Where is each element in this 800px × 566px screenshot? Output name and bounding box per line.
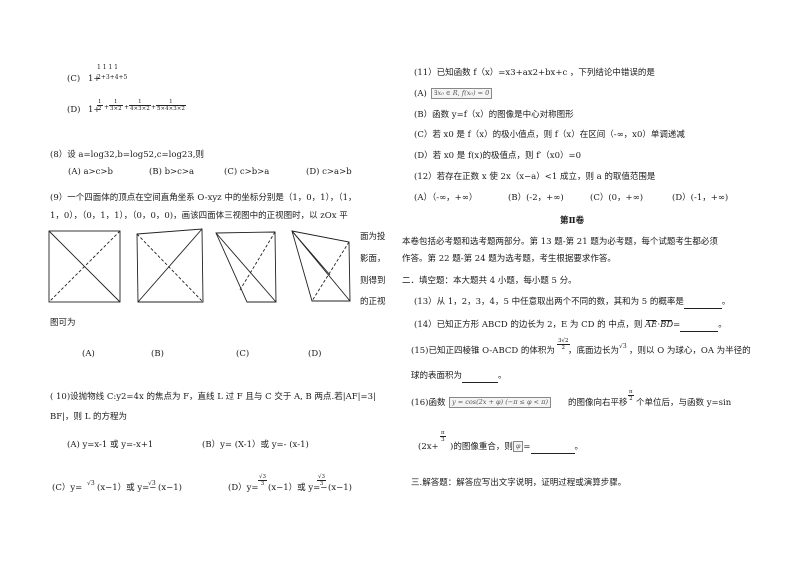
q10-option-d-middle: (x−1）或 y=− [268, 483, 328, 493]
q14-vector-bd: BD [660, 320, 674, 330]
q9-line-2: 1，0），（0，1，1），（0，0，0)，画该四面体三视图中的正视图时，以 zO… [50, 211, 348, 221]
q10-line-1: ( 10)设抛物线 C:y2=4x 的焦点为 F，直线 L 过 F 且与 C 交… [50, 392, 376, 402]
q13-text: (13）从 1，2，3，4，5 中任意取出两个不同的数，其和为 5 的概率是 。 [414, 297, 730, 309]
q7-option-d-label: (D) [67, 105, 81, 115]
q10-option-a: (A) y=x-1 或 y=-x+1 [67, 440, 154, 450]
q8-option-a: (A) a>c>b [68, 167, 113, 177]
q16-end: 。 [574, 442, 584, 452]
q15-post: ，则以 O 为球心，OA 为半径的 [629, 346, 751, 356]
q7-option-c-numerators: 1 1 1 1 [97, 64, 118, 71]
section-3-title: 三.解答题：解答应写出文字说明，证明过程或演算步骤。 [411, 478, 627, 488]
q10-option-d-prefix: (D）y= [228, 483, 259, 493]
q8-stem: (8）设 a=log32,b=log52,c=log23,则 [50, 150, 204, 160]
q16-post: 个单位后，与函数 y=sin [636, 398, 732, 408]
q13-answer-blank[interactable] [683, 297, 722, 309]
q11-option-a-label: (A) [414, 89, 427, 99]
q9-figure-c [215, 231, 277, 303]
q16-line-2-text: )的图像重合，则 [450, 442, 513, 452]
q9-line-1: (9）一个四面体的顶点在空间直角坐系 O-xyz 中的坐标分别是（1，0，1），… [50, 193, 357, 203]
q10-option-c-end: (x−1) [158, 483, 182, 493]
q15-line-2: 球的表面积为 。 [411, 371, 507, 383]
q16-function-formula: y = cos(2x + φ) (−π ≤ φ < π) [449, 397, 551, 408]
q14-text: (14）已知正方形 ABCD 的边长为 2，E 为 CD 的 中点，则 AE·B… [414, 320, 727, 332]
q16-answer-blank[interactable] [530, 442, 575, 454]
q7-option-c-prefix: 1+ [88, 74, 101, 84]
q9-label-b: (B) [151, 349, 164, 359]
q8-option-c: (C) c>b>a [224, 167, 270, 177]
q10-option-d-end: (x−1) [328, 483, 352, 493]
section-2-para-2: 作答。第 22 题-第 24 题为选考题，考生根据要求作答。 [402, 254, 616, 264]
section-2-title: 第Ⅱ卷 [560, 216, 585, 226]
q16-middle: 的图像向右平移 [568, 398, 628, 408]
q8-option-b: (B) b>c>a [149, 167, 195, 177]
q9-tail: 图可为 [50, 318, 76, 328]
q9-side-4: 的正视 [360, 297, 386, 307]
q15-edge: √3 [619, 343, 627, 350]
q9-figure-a [48, 230, 121, 303]
q12-option-a: (A）（-∞，+∞） [414, 193, 478, 203]
q12-option-d: (D）(-1，+∞) [672, 193, 729, 203]
q11-option-a-formula: ∃x₀ ∈ R, f(x₀) = 0 [431, 88, 493, 99]
q13-end: 。 [721, 297, 731, 307]
q15-line-2-text: 球的表面积为 [411, 371, 463, 381]
q12-option-c: (C）(0，+∞) [590, 193, 644, 203]
q7-option-d-prefix: 1+ [88, 105, 101, 115]
q13-question: (13）从 1，2，3，4，5 中任意取出两个不同的数，其和为 5 的概率是 [414, 297, 684, 307]
q15-answer-blank[interactable] [462, 371, 499, 383]
q15-prefix: (15)已知正四棱锥 O-ABCD 的体积为 [411, 346, 555, 356]
q7-option-c-label: (C) [67, 74, 81, 84]
q10-option-c-middle: (x−1）或 y=− [97, 483, 157, 493]
q9-label-d: (D) [308, 349, 322, 359]
q14-dot: · [657, 320, 661, 330]
q7-d-plus-1: + [104, 104, 110, 111]
q16-prefix: (16)函数 [411, 398, 446, 408]
q7-d-plus-3: + [151, 104, 157, 111]
q9-side-3: 则得到 [360, 276, 386, 286]
q14-answer-blank[interactable] [680, 320, 719, 332]
q7-d-plus-2: + [124, 104, 130, 111]
section-2-para-1: 本卷包括必考题和选考题两部分。第 13 题-第 21 题为必考题，每个试题考生都… [402, 237, 718, 247]
q10-option-c-sqrt3: √3 [87, 480, 95, 487]
q11-option-d: (D）若 x0 是 f(x)的极值点，则 f′（x0）=0 [414, 151, 582, 161]
q15-end: 。 [498, 371, 507, 381]
q16-line-2-prefix: (2x+ [418, 442, 439, 452]
q14-vector-ae: AE [645, 320, 658, 330]
q9-label-c: (C) [236, 349, 250, 359]
q9-figure-d [291, 230, 351, 302]
q7-option-c-denominators: 2+3+4+5 [97, 74, 128, 81]
q9-side-2: 影面， [360, 254, 386, 264]
q9-side-1: 面为投 [360, 232, 386, 242]
q10-option-c-sqrt3-2: √3 [148, 480, 156, 487]
q12-stem: (12）若存在正数 x 使 2x（x−a）<1 成立，则 a 的取值范围是 [414, 172, 656, 182]
q14-equals: = [673, 320, 681, 330]
q14-end: 。 [718, 320, 727, 330]
q11-option-b: (B）函数 y=f（x）的图像是中心对称图形 [414, 110, 574, 120]
q16-phi-symbol: φ [512, 441, 524, 452]
q10-line-2: BF|，则 L 的方程为 [50, 412, 128, 422]
q8-option-d: (D) c>a>b [306, 167, 352, 177]
q14-question: (14）已知正方形 ABCD 的边长为 2，E 为 CD 的 中点，则 [414, 320, 643, 330]
q9-figure-b [136, 228, 204, 303]
q9-label-a: (A) [82, 349, 95, 359]
q11-stem: (11）已知函数 f（x）=x3+ax2+bx+c ，下列结论中错误的是 [414, 68, 655, 78]
q10-option-c-prefix: (C）y= [52, 483, 83, 493]
q12-option-b: (B）(-2，+∞) [508, 193, 564, 203]
q10-option-b: (B）y= (X-1）或 y=- (x-1) [202, 440, 309, 450]
fill-in-section-title: 二．填空题：本大题共 4 小题，每小题 5 分。 [402, 276, 577, 286]
q16-equals: = [523, 442, 531, 452]
q15-middle: ，底面边长为 [568, 346, 620, 356]
q11-option-c: (C）若 x0 是 f（x）的极小值点，则 f（x）在区间（-∞，x0）单调递减 [414, 130, 685, 140]
